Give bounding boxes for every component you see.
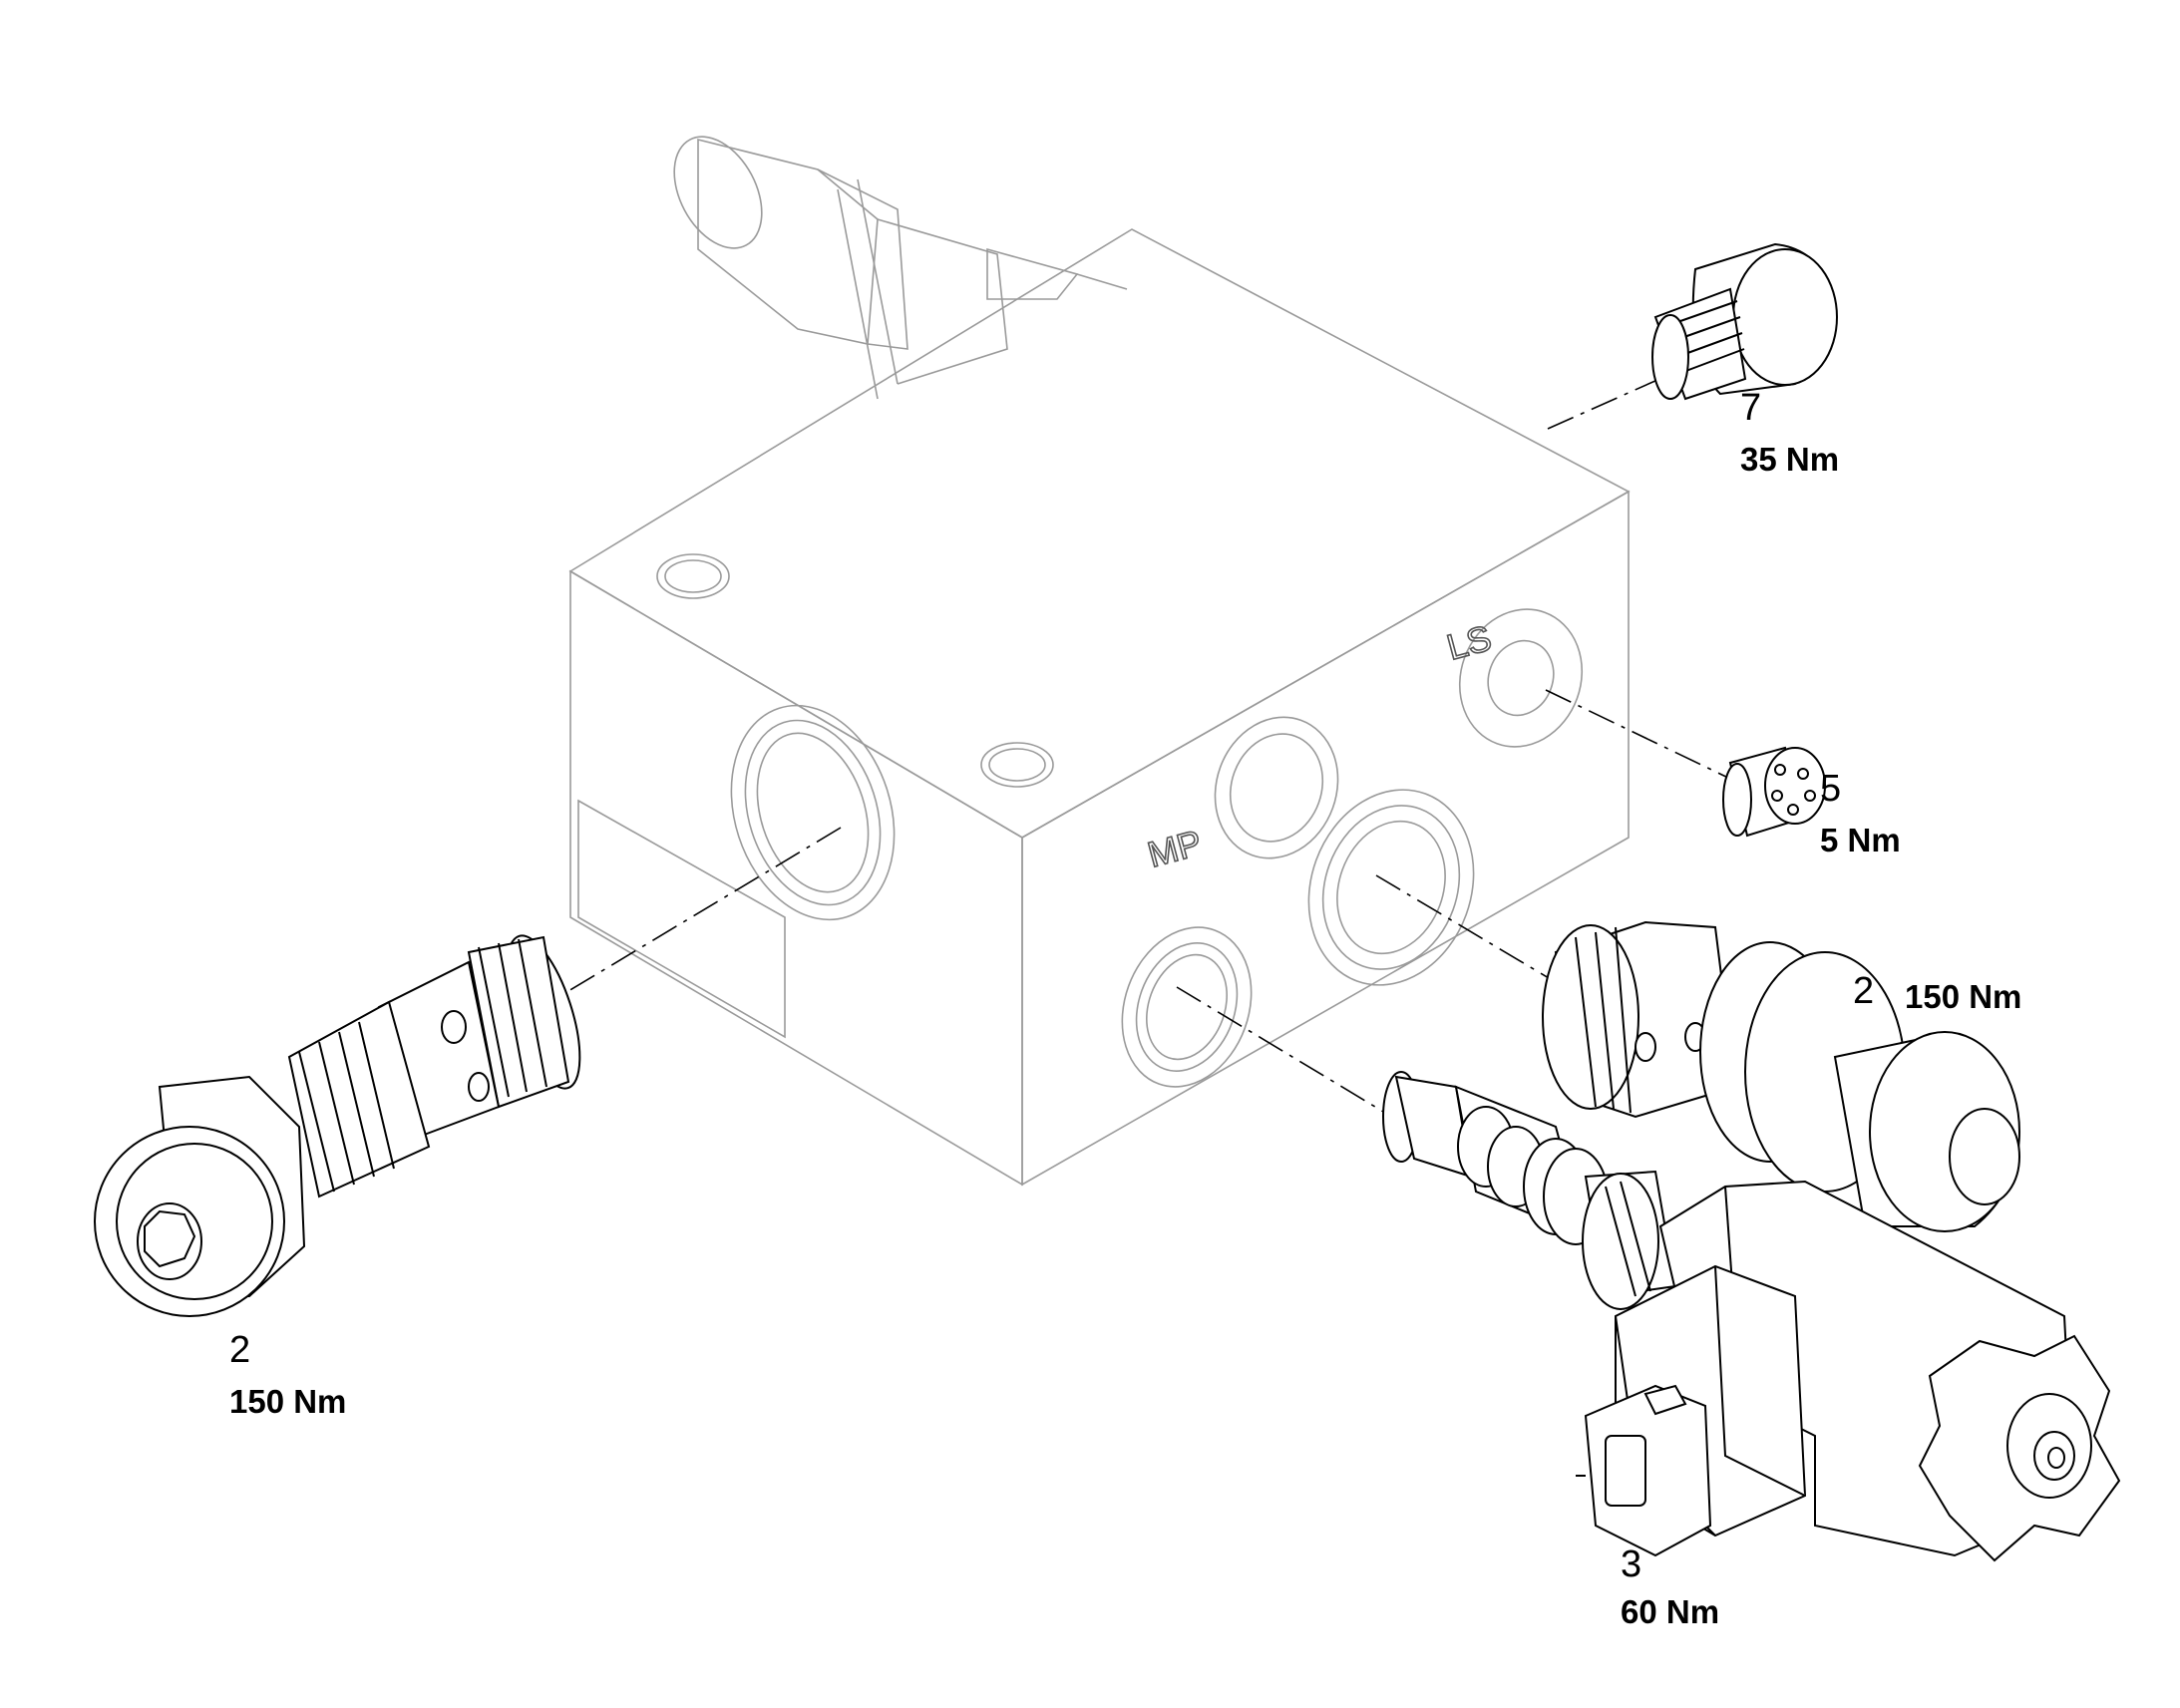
- part-7-plug: [1651, 242, 1838, 401]
- callout-7-torque: 35 Nm: [1740, 441, 1840, 478]
- callout-7-number: 7: [1740, 387, 1762, 429]
- callout-2-right-torque: 150 Nm: [1905, 978, 2022, 1015]
- part-2-right-cartridge: [1542, 920, 2020, 1232]
- callout-2-right-number: 2: [1853, 970, 1875, 1012]
- callout-3-number: 3: [1621, 1543, 1642, 1585]
- port-label-mp: MP: [1143, 822, 1206, 875]
- callout-5-torque: 5 Nm: [1820, 822, 1901, 858]
- callout-3-torque: 60 Nm: [1621, 1593, 1720, 1630]
- callout-2-left-torque: 150 Nm: [229, 1383, 347, 1420]
- callout-5-number: 5: [1820, 768, 1842, 810]
- part-3-solenoid-valve: [1382, 1071, 2121, 1562]
- part-5-orifice: [1722, 746, 1826, 838]
- valve-block: [568, 136, 1631, 1187]
- part-2-left-cartridge: [94, 934, 581, 1317]
- callout-2-left-number: 2: [229, 1329, 251, 1371]
